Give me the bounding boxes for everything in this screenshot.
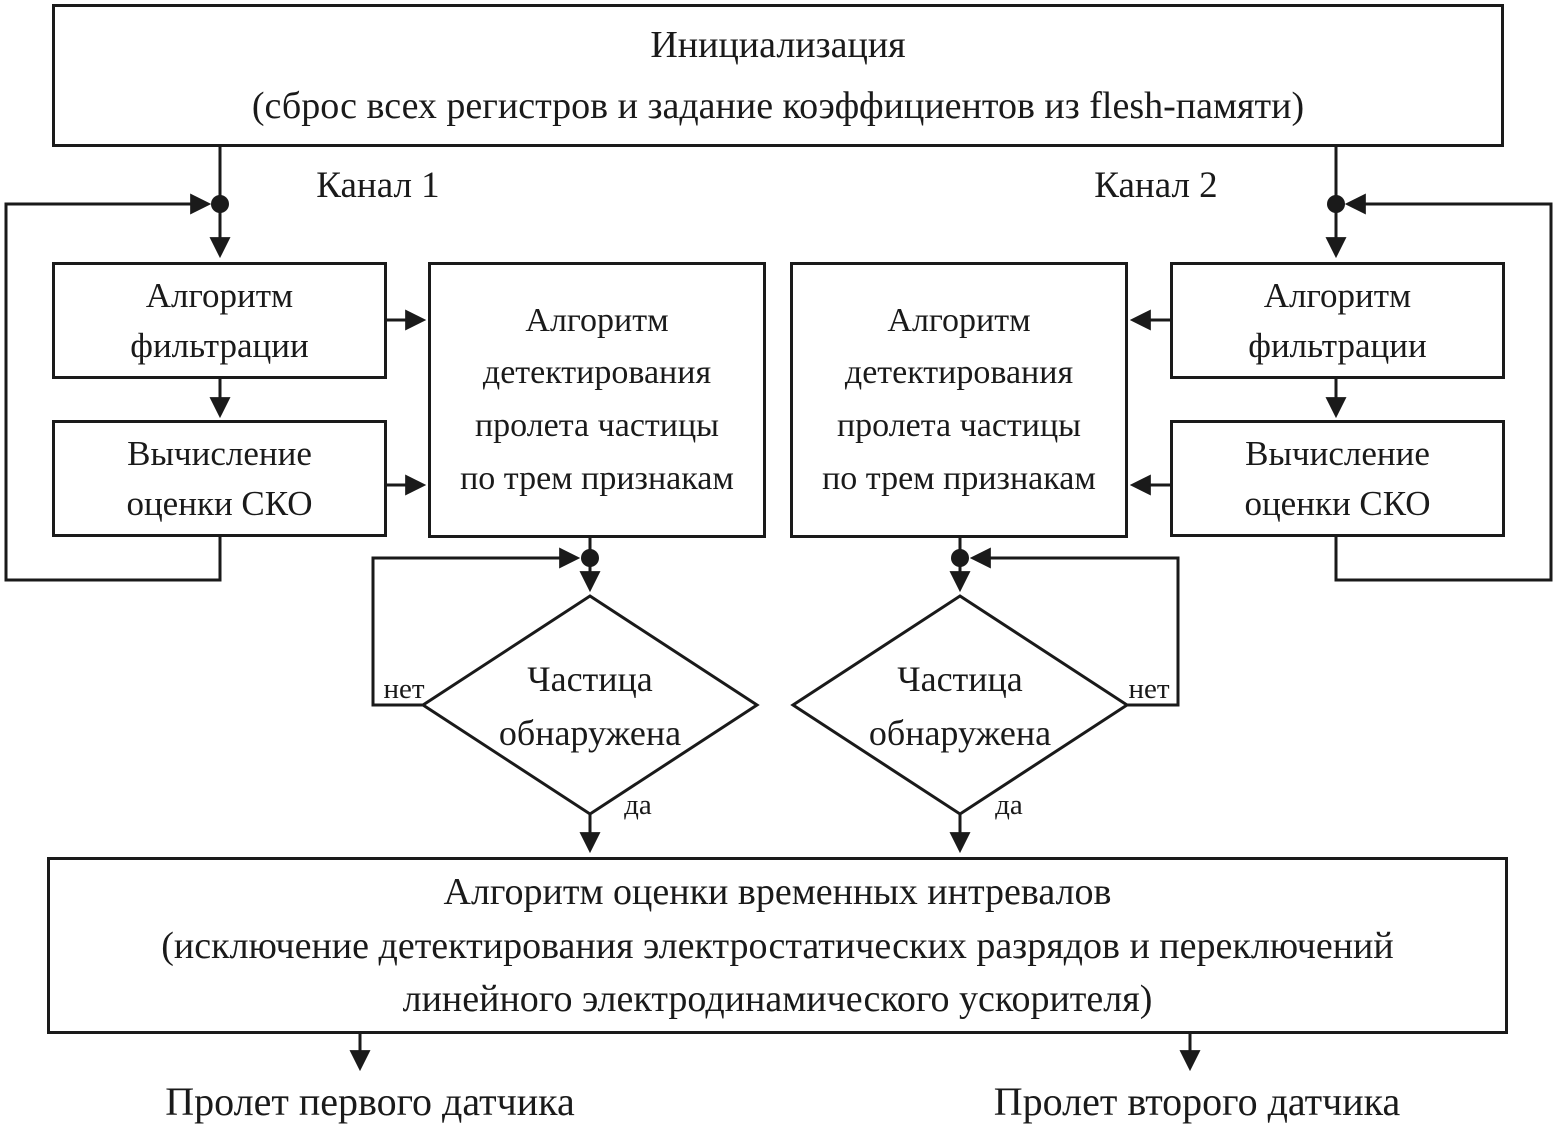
sko2-feedback-loop [1334,193,1553,582]
filter-box-channel2: Алгоритм фильтрации [1170,262,1505,379]
interval-box: Алгоритм оценки временных интревалов (ис… [47,857,1508,1034]
detect-box-channel1: Алгоритм детектирования пролета частицы … [428,262,766,538]
yes-branch-label-channel2: да [995,789,1023,821]
sko-box-channel1: Вычисление оценки СКО [52,420,387,537]
channel1-label: Канал 1 [316,165,440,206]
interval-box-title: Алгоритм оценки временных интревалов [443,870,1112,913]
interval-box-subtitle-1: (исключение детектирования электростатич… [161,924,1394,967]
decision2-no-loop [969,547,1180,707]
decision-diamond-2 [790,594,1130,816]
yes-branch-label-channel1: да [624,789,652,821]
decision-diamond-1 [420,594,760,816]
junction-dot-filter2 [1327,195,1345,213]
decision1-no-loop [371,547,581,707]
junction-dot-decision2 [951,549,969,567]
no-branch-label-channel1: нет [383,673,425,705]
init-box-subtitle: (сброс всех регистров и задание коэффици… [251,84,1305,127]
init-box: Инициализация (сброс всех регистров и за… [52,4,1504,147]
init-box-title: Инициализация [650,24,906,67]
junction-dot-filter1 [211,195,229,213]
no-branch-label-channel2: нет [1128,673,1170,705]
filter-box-channel1: Алгоритм фильтрации [52,262,387,379]
sko1-feedback-loop [4,193,222,582]
junction-dot-decision1 [581,549,599,567]
sko-box-channel2: Вычисление оценки СКО [1170,420,1505,537]
detect-box-channel2: Алгоритм детектирования пролета частицы … [790,262,1128,538]
channel2-label: Канал 2 [1094,165,1218,206]
decision-label-channel2: Частица обнаружена [868,659,1052,753]
output-label-channel1: Пролет первого датчика [165,1079,575,1124]
output-label-channel2: Пролет второго датчика [993,1079,1401,1124]
interval-box-subtitle-2: линейного электродинамического ускорител… [402,978,1153,1021]
decision-label-channel1: Частица обнаружена [498,659,682,753]
